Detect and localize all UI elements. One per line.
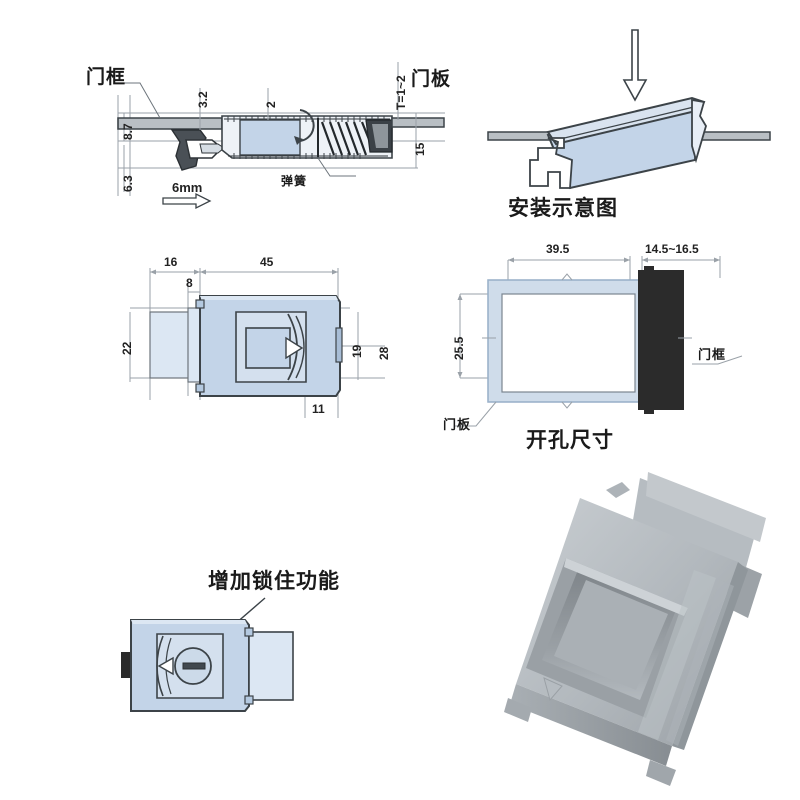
label-door-panel-cutout: 门板 bbox=[443, 418, 472, 433]
dim-28: 28 bbox=[377, 346, 391, 360]
installation-diagram: 安装示意图 bbox=[460, 20, 790, 230]
label-door-frame: 门框 bbox=[86, 66, 127, 88]
dim-8p7: 8.7 bbox=[121, 123, 135, 140]
dim-6p3: 6.3 bbox=[121, 175, 135, 192]
dim-11: 11 bbox=[312, 402, 325, 416]
dim-25p5: 25.5 bbox=[452, 336, 466, 360]
dim-16: 16 bbox=[164, 255, 178, 269]
label-spring: 弹簧 bbox=[281, 174, 308, 188]
front-dimension-view: 16 45 8 22 19 28 11 bbox=[100, 250, 430, 430]
dim-22: 22 bbox=[120, 341, 134, 355]
dim-push-6mm: 6mm bbox=[172, 180, 203, 195]
dim-14p5-16p5: 14.5~16.5 bbox=[645, 242, 699, 256]
installation-caption: 安装示意图 bbox=[508, 196, 618, 220]
dim-2: 2 bbox=[264, 101, 278, 108]
lock-caption: 增加锁住功能 bbox=[208, 569, 340, 593]
dim-39p5: 39.5 bbox=[546, 242, 570, 256]
dim-8: 8 bbox=[186, 276, 193, 290]
dim-19: 19 bbox=[350, 344, 364, 358]
cutout-dimension-view: 39.5 14.5~16.5 25.5 门板 门框 开孔尺寸 bbox=[430, 238, 780, 458]
label-door-panel: 门板 bbox=[411, 68, 452, 90]
cutout-caption: 开孔尺寸 bbox=[526, 428, 614, 452]
dim-thickness: T=1~2 bbox=[394, 75, 408, 110]
cross-section-view: 门框 门板 弹簧 6mm 3.2 2 T=1~2 8.7 6.3 15 bbox=[0, 0, 470, 230]
lock-option-view: 增加锁住功能 bbox=[105, 560, 405, 740]
dim-45: 45 bbox=[260, 255, 274, 269]
label-door-frame-cutout: 门框 bbox=[698, 348, 727, 363]
dim-3p2: 3.2 bbox=[196, 91, 210, 108]
dim-15: 15 bbox=[413, 142, 427, 156]
product-photo bbox=[480, 450, 800, 800]
